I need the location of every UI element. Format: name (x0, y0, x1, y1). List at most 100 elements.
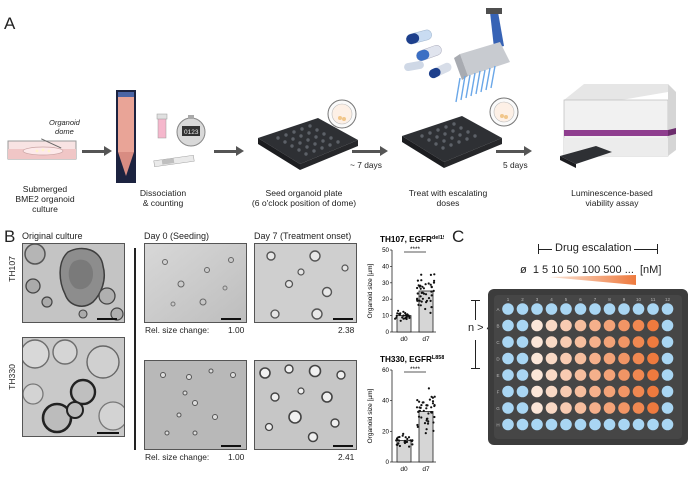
plate-well (574, 303, 587, 315)
significance-label: **** (410, 246, 421, 253)
plate-row-label: F (497, 389, 500, 394)
plate-well (560, 385, 572, 398)
plate-well (647, 319, 659, 332)
dose-3: 10 (551, 264, 564, 276)
falcon-tube-icon: 0123 (116, 90, 206, 183)
data-point (396, 312, 399, 315)
plate-well (545, 336, 558, 348)
plate-well (502, 336, 514, 348)
y-tick-label: 0 (386, 329, 390, 336)
plate-well (531, 418, 543, 431)
x-tick-label: d7 (422, 466, 430, 473)
plate-well (516, 369, 529, 381)
bracket-right (657, 244, 658, 254)
data-point (427, 412, 430, 415)
plate-well (661, 418, 674, 431)
micrograph-th330-original-art (23, 338, 124, 436)
data-point (417, 415, 421, 418)
data-point (429, 283, 432, 286)
panel-a-letter: A (4, 14, 16, 33)
plate-well (574, 369, 587, 381)
y-tick-label: 60 (382, 367, 389, 374)
plate-well (647, 303, 659, 315)
micrograph-th107-original-art (23, 244, 124, 322)
step3-line1: Seed organoid plate (265, 188, 343, 198)
plate-well (632, 385, 645, 398)
data-point (416, 298, 419, 301)
plate-well (661, 402, 674, 414)
micrograph-th330-day7 (254, 360, 357, 450)
row2-day0-value: 1.00 (228, 452, 245, 462)
x-tick-label: d0 (400, 466, 408, 473)
plate-well (589, 303, 601, 315)
arrow-1 (82, 146, 112, 156)
plate-well (603, 402, 616, 414)
plate-well (632, 352, 645, 365)
culture-dish (6, 140, 78, 160)
data-point (430, 290, 433, 293)
data-point (418, 409, 421, 412)
plate-col-label: 9 (623, 297, 626, 302)
data-point (426, 417, 429, 420)
data-point (420, 300, 423, 303)
data-point (419, 295, 422, 298)
plate-well (618, 352, 630, 365)
data-point (429, 273, 432, 276)
data-point (396, 443, 399, 446)
micrograph-th330-day7-art (255, 361, 356, 449)
micrograph-th107-day0-art (145, 244, 246, 322)
data-point (425, 404, 428, 407)
plate-col-label: 6 (579, 297, 582, 302)
data-point (404, 312, 407, 315)
plate-well (647, 418, 659, 431)
panel-b-divider (134, 248, 136, 450)
data-point (432, 281, 436, 284)
dissociation-tools: 0123 (114, 90, 214, 185)
step1-caption: Submerged BME2 organoid culture (2, 184, 88, 214)
data-point (420, 416, 423, 419)
replicates-tick-bottom (471, 368, 480, 369)
plate-row-label: H (496, 422, 499, 427)
row-th107-label: TH107 (7, 256, 17, 282)
plate-well (661, 319, 674, 332)
plate-reader (556, 80, 676, 175)
plate-well (603, 303, 616, 315)
data-point (394, 317, 397, 320)
step1-line3: culture (32, 204, 58, 214)
pipette-pills-icon (402, 8, 519, 168)
plate-col-label: 5 (565, 297, 568, 302)
plate-row-label: B (496, 323, 499, 328)
plate-well (647, 369, 659, 381)
data-point (418, 400, 421, 403)
arrow-3 (352, 146, 388, 156)
data-point (425, 301, 428, 304)
data-point (407, 436, 411, 439)
micrograph-th107-day7-art (255, 244, 356, 322)
plate-well (661, 369, 674, 381)
y-tick-label: 40 (382, 263, 389, 270)
plate-well (545, 369, 558, 381)
data-point (419, 406, 422, 409)
plate-well (560, 303, 572, 315)
treat-plate (398, 6, 528, 176)
data-point (397, 309, 400, 312)
plate-well (502, 352, 514, 365)
data-point (418, 285, 421, 288)
data-point (422, 409, 425, 412)
data-point (416, 292, 419, 295)
step2-line1: Dissociation (139, 188, 187, 198)
data-point (417, 303, 420, 306)
plate-reader-icon (560, 84, 676, 168)
timer-value: 0123 (184, 129, 199, 136)
plate-well (618, 369, 630, 381)
plate-well (516, 303, 529, 315)
data-point (398, 435, 401, 439)
x-tick-label: d7 (422, 336, 430, 343)
data-point (426, 422, 430, 425)
plate-well (545, 418, 558, 431)
data-point (415, 406, 419, 409)
data-point (433, 273, 436, 276)
plate-well (661, 303, 674, 315)
data-point (402, 314, 405, 317)
plate-col-label: 8 (608, 297, 611, 302)
